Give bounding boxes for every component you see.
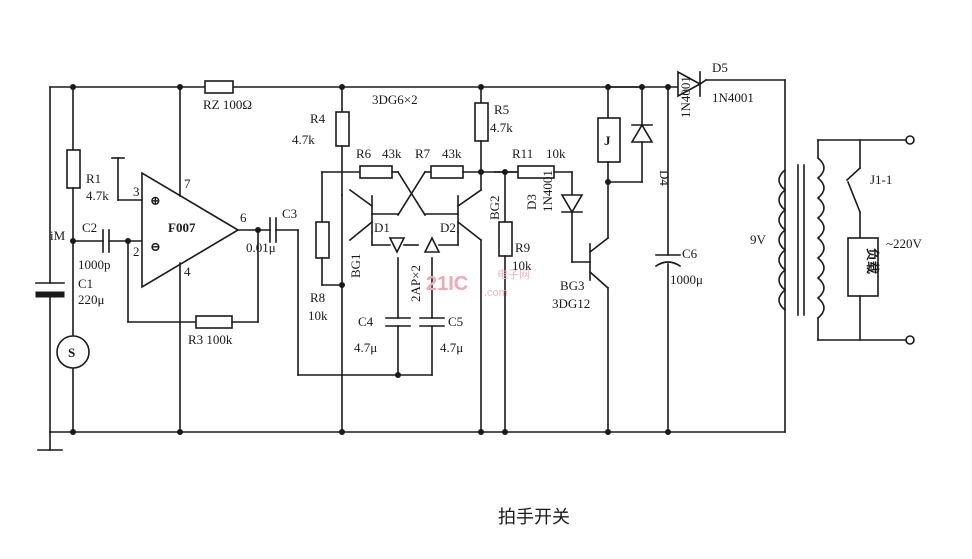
label-bg3: BG3	[560, 278, 585, 293]
r3-resistor	[195, 315, 233, 329]
label-pin2: 2	[133, 244, 140, 259]
rz-resistor	[204, 80, 234, 94]
label-d1: D1	[374, 220, 390, 235]
label-opamp: F007	[168, 220, 196, 235]
watermark-sub: 电子网	[497, 268, 530, 281]
label-r7: R7	[415, 146, 431, 161]
label-c6: C6	[682, 246, 698, 261]
label-pin7: 7	[184, 176, 191, 191]
label-d4-type: 1N4001	[678, 76, 693, 118]
label-r3: R3 100k	[188, 332, 233, 347]
c3-capacitor	[269, 217, 433, 376]
label-c3: C3	[282, 206, 297, 221]
junction-dots	[70, 84, 671, 435]
label-d3-type: 1N4001	[540, 170, 555, 212]
positive-rail	[49, 79, 786, 88]
transformer	[778, 135, 915, 345]
label-d4: D4	[657, 170, 672, 186]
label-r6-val: 43k	[382, 146, 402, 161]
label-d5-type: 1N4001	[712, 90, 754, 105]
watermark-suffix: .com	[484, 287, 508, 299]
label-d3: D3	[524, 194, 539, 210]
label-bg2: BG2	[487, 195, 502, 220]
label-mic: iM	[50, 228, 66, 243]
r1-branch	[56, 86, 90, 433]
label-c3-val: 0.01μ	[246, 240, 276, 255]
rz-resistor-group	[204, 80, 234, 94]
label-rz: RZ 100Ω	[203, 97, 252, 112]
label-pin6: 6	[240, 210, 247, 225]
watermark-text: 21IC	[426, 273, 468, 295]
r5-resistor	[474, 102, 489, 142]
label-dtype: 2AP×2	[408, 265, 423, 302]
label-c5-val: 4.7μ	[440, 340, 463, 355]
label-c4: C4	[358, 314, 374, 329]
label-r9-val: 10k	[512, 258, 532, 273]
driver-stage	[494, 165, 610, 433]
label-r11: R11	[512, 146, 533, 161]
label-pair: 3DG6×2	[372, 92, 418, 107]
label-d5: D5	[712, 60, 728, 75]
relay-coil	[597, 117, 621, 163]
label-c1: C1	[78, 276, 93, 291]
r6-resistor	[359, 165, 393, 179]
r7-resistor	[430, 165, 464, 179]
svg-text:⊖: ⊖	[150, 239, 161, 254]
flipflop-stage	[315, 86, 519, 433]
opamp-f007: ⊕ ⊖	[111, 86, 271, 433]
ground-rail	[37, 431, 669, 451]
label-relay: J	[604, 133, 611, 148]
r8-resistor	[315, 221, 330, 259]
r4-resistor	[335, 111, 350, 147]
label-r5-val: 4.7k	[490, 120, 513, 135]
label-c2-val: 1000p	[78, 257, 111, 272]
label-bg3-type: 3DG12	[552, 296, 590, 311]
watermark: 21IC 电子网 .com	[426, 268, 530, 299]
speaker-icon	[56, 335, 90, 369]
label-d2: D2	[440, 220, 456, 235]
label-load: 负载	[865, 248, 880, 274]
label-r6: R6	[356, 146, 372, 161]
r1-resistor	[66, 149, 81, 189]
label-bg1: BG1	[348, 253, 363, 278]
left-supply-branch	[35, 86, 65, 433]
label-c2: C2	[82, 220, 97, 235]
label-r1-val: 4.7k	[86, 188, 109, 203]
load-box	[847, 237, 879, 297]
label-r8-val: 10k	[308, 308, 328, 323]
label-mains: ~220V	[886, 236, 923, 251]
label-r4-val: 4.7k	[292, 132, 315, 147]
svg-text:⊕: ⊕	[150, 193, 161, 208]
label-pin3: 3	[133, 184, 140, 199]
r9-resistor	[498, 221, 513, 257]
label-speaker: S	[68, 345, 75, 360]
figure-caption: 拍手开关	[498, 507, 570, 528]
label-c6-val: 1000μ	[670, 272, 703, 287]
label-r1: R1	[86, 171, 101, 186]
label-r5: R5	[494, 102, 509, 117]
relay-stage	[597, 70, 786, 433]
component-labels: iM S R1 4.7k C2 1000p C1 220μ RZ 100Ω R3…	[50, 60, 923, 528]
label-contact: J1-1	[870, 172, 892, 187]
label-r4: R4	[310, 111, 326, 126]
label-c4-val: 4.7μ	[354, 340, 377, 355]
label-pin4: 4	[184, 264, 191, 279]
label-r7-val: 43k	[442, 146, 462, 161]
relay-contact-j1-1	[845, 139, 879, 341]
label-c5: C5	[448, 314, 463, 329]
label-r11-val: 10k	[546, 146, 566, 161]
label-r8: R8	[310, 290, 325, 305]
label-r9: R9	[515, 240, 530, 255]
label-xfmr: 9V	[750, 232, 767, 247]
label-c1-val: 220μ	[78, 292, 105, 307]
